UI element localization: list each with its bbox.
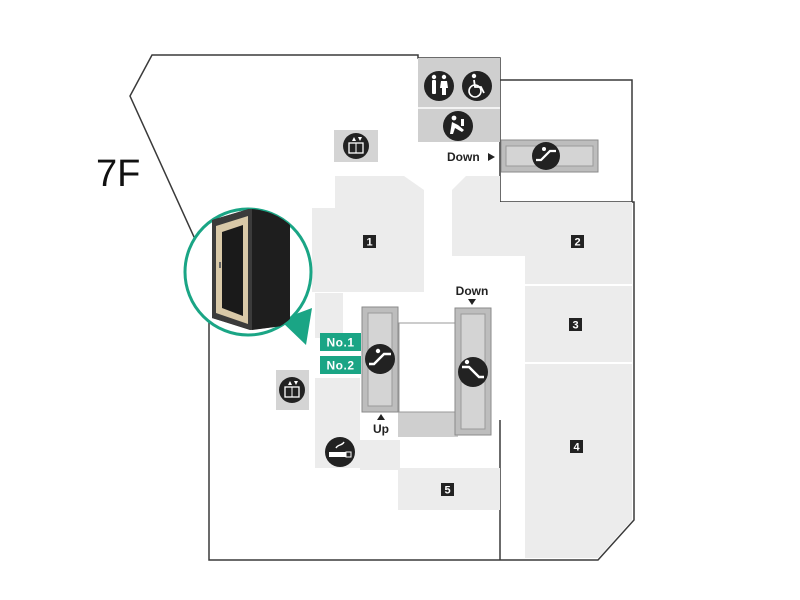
escalator-icon[interactable] xyxy=(532,142,560,170)
escalator-icon[interactable] xyxy=(365,344,395,374)
arrow-up-icon xyxy=(377,414,385,420)
escalator-up-label: Up xyxy=(373,422,389,436)
restroom-icon[interactable] xyxy=(424,71,454,101)
baby-care-icon[interactable] xyxy=(443,111,473,141)
zone-1[interactable] xyxy=(312,176,424,292)
escalator-landing xyxy=(398,412,458,437)
phone-booth-illustration xyxy=(212,209,290,330)
corridor-block xyxy=(315,293,343,338)
booth-tag-no1[interactable]: No.1 xyxy=(320,333,361,351)
svg-text:4: 4 xyxy=(573,442,580,454)
escalator-icon[interactable] xyxy=(458,357,488,387)
zone-2[interactable] xyxy=(452,176,632,285)
zone-badge-2: 2 xyxy=(571,235,584,249)
floor-label: 7F xyxy=(96,153,141,195)
zone-badge-3: 3 xyxy=(569,318,582,332)
elevator-icon[interactable] xyxy=(343,133,369,159)
wheelchair-icon[interactable] xyxy=(462,71,492,101)
elevator-icon[interactable] xyxy=(279,377,305,403)
svg-text:No.1: No.1 xyxy=(326,336,354,350)
booth-callout[interactable] xyxy=(183,207,313,345)
svg-text:2: 2 xyxy=(574,237,580,249)
zone-badge-5: 5 xyxy=(441,483,454,497)
smoking-icon[interactable] xyxy=(325,437,355,467)
zone-4[interactable] xyxy=(525,363,632,558)
svg-text:5: 5 xyxy=(444,485,450,497)
escalator-down-label-center: Down xyxy=(456,284,489,298)
escalator-void xyxy=(398,322,456,413)
svg-text:1: 1 xyxy=(366,237,372,249)
corridor-block-bottom xyxy=(360,440,400,470)
arrow-down-icon xyxy=(468,299,476,305)
zone-badge-1: 1 xyxy=(363,235,376,249)
booth-tag-no2[interactable]: No.2 xyxy=(320,356,361,374)
arrow-right-icon xyxy=(488,153,495,161)
svg-text:No.2: No.2 xyxy=(326,359,354,373)
escalator-down-label-top: Down xyxy=(447,150,480,164)
zone-badge-4: 4 xyxy=(570,440,583,454)
svg-text:3: 3 xyxy=(572,320,578,332)
